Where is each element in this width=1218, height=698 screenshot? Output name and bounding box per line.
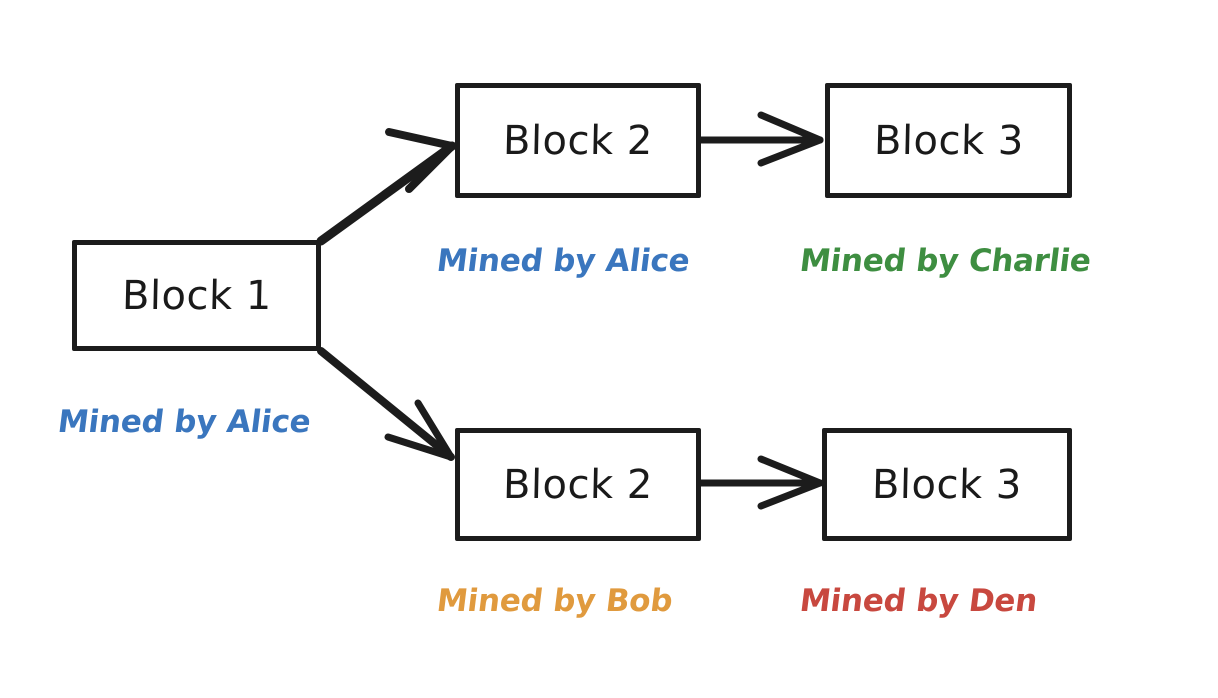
miner-label-block-2-bot: Mined by Bob — [434, 583, 675, 619]
arrow-block1-to-block2-bot — [317, 347, 455, 461]
block-node-block-1[interactable]: Block 1 — [72, 240, 321, 351]
block-node-block-3-bot[interactable]: Block 3 — [822, 428, 1072, 541]
block-label: Block 1 — [121, 272, 272, 319]
block-label: Block 3 — [873, 117, 1024, 164]
miner-label-block-2-top: Mined by Alice — [434, 243, 692, 279]
block-label: Block 2 — [502, 117, 654, 164]
miner-label-block-3-top: Mined by Charlie — [797, 243, 1094, 279]
arrow-block1-to-block2-top — [316, 128, 457, 246]
block-node-block-3-top[interactable]: Block 3 — [825, 83, 1072, 198]
miner-label-block-3-bot: Mined by Den — [797, 583, 1040, 619]
block-label: Block 3 — [871, 461, 1023, 508]
arrow-block2-to-block3-top — [697, 111, 824, 167]
block-node-block-2-bot[interactable]: Block 2 — [455, 428, 701, 541]
block-label: Block 2 — [502, 461, 654, 508]
miner-label-block-1: Mined by Alice — [55, 404, 313, 440]
arrow-block2-to-block3-bot — [697, 455, 824, 510]
block-node-block-2-top[interactable]: Block 2 — [455, 83, 701, 198]
